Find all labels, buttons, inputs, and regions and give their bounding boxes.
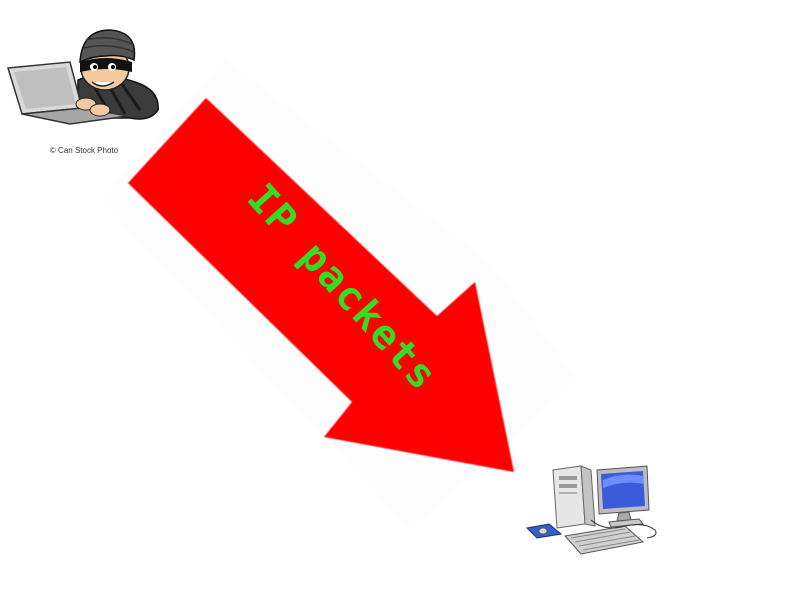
hacker-icon: [7, 29, 159, 125]
arrow-label: IP packets: [237, 175, 447, 400]
hacker-clipart: © Can Stock Photo: [0, 10, 165, 155]
computer-icon: [525, 465, 657, 555]
computer-clipart: [525, 460, 665, 560]
image-credit: © Can Stock Photo: [49, 146, 119, 155]
